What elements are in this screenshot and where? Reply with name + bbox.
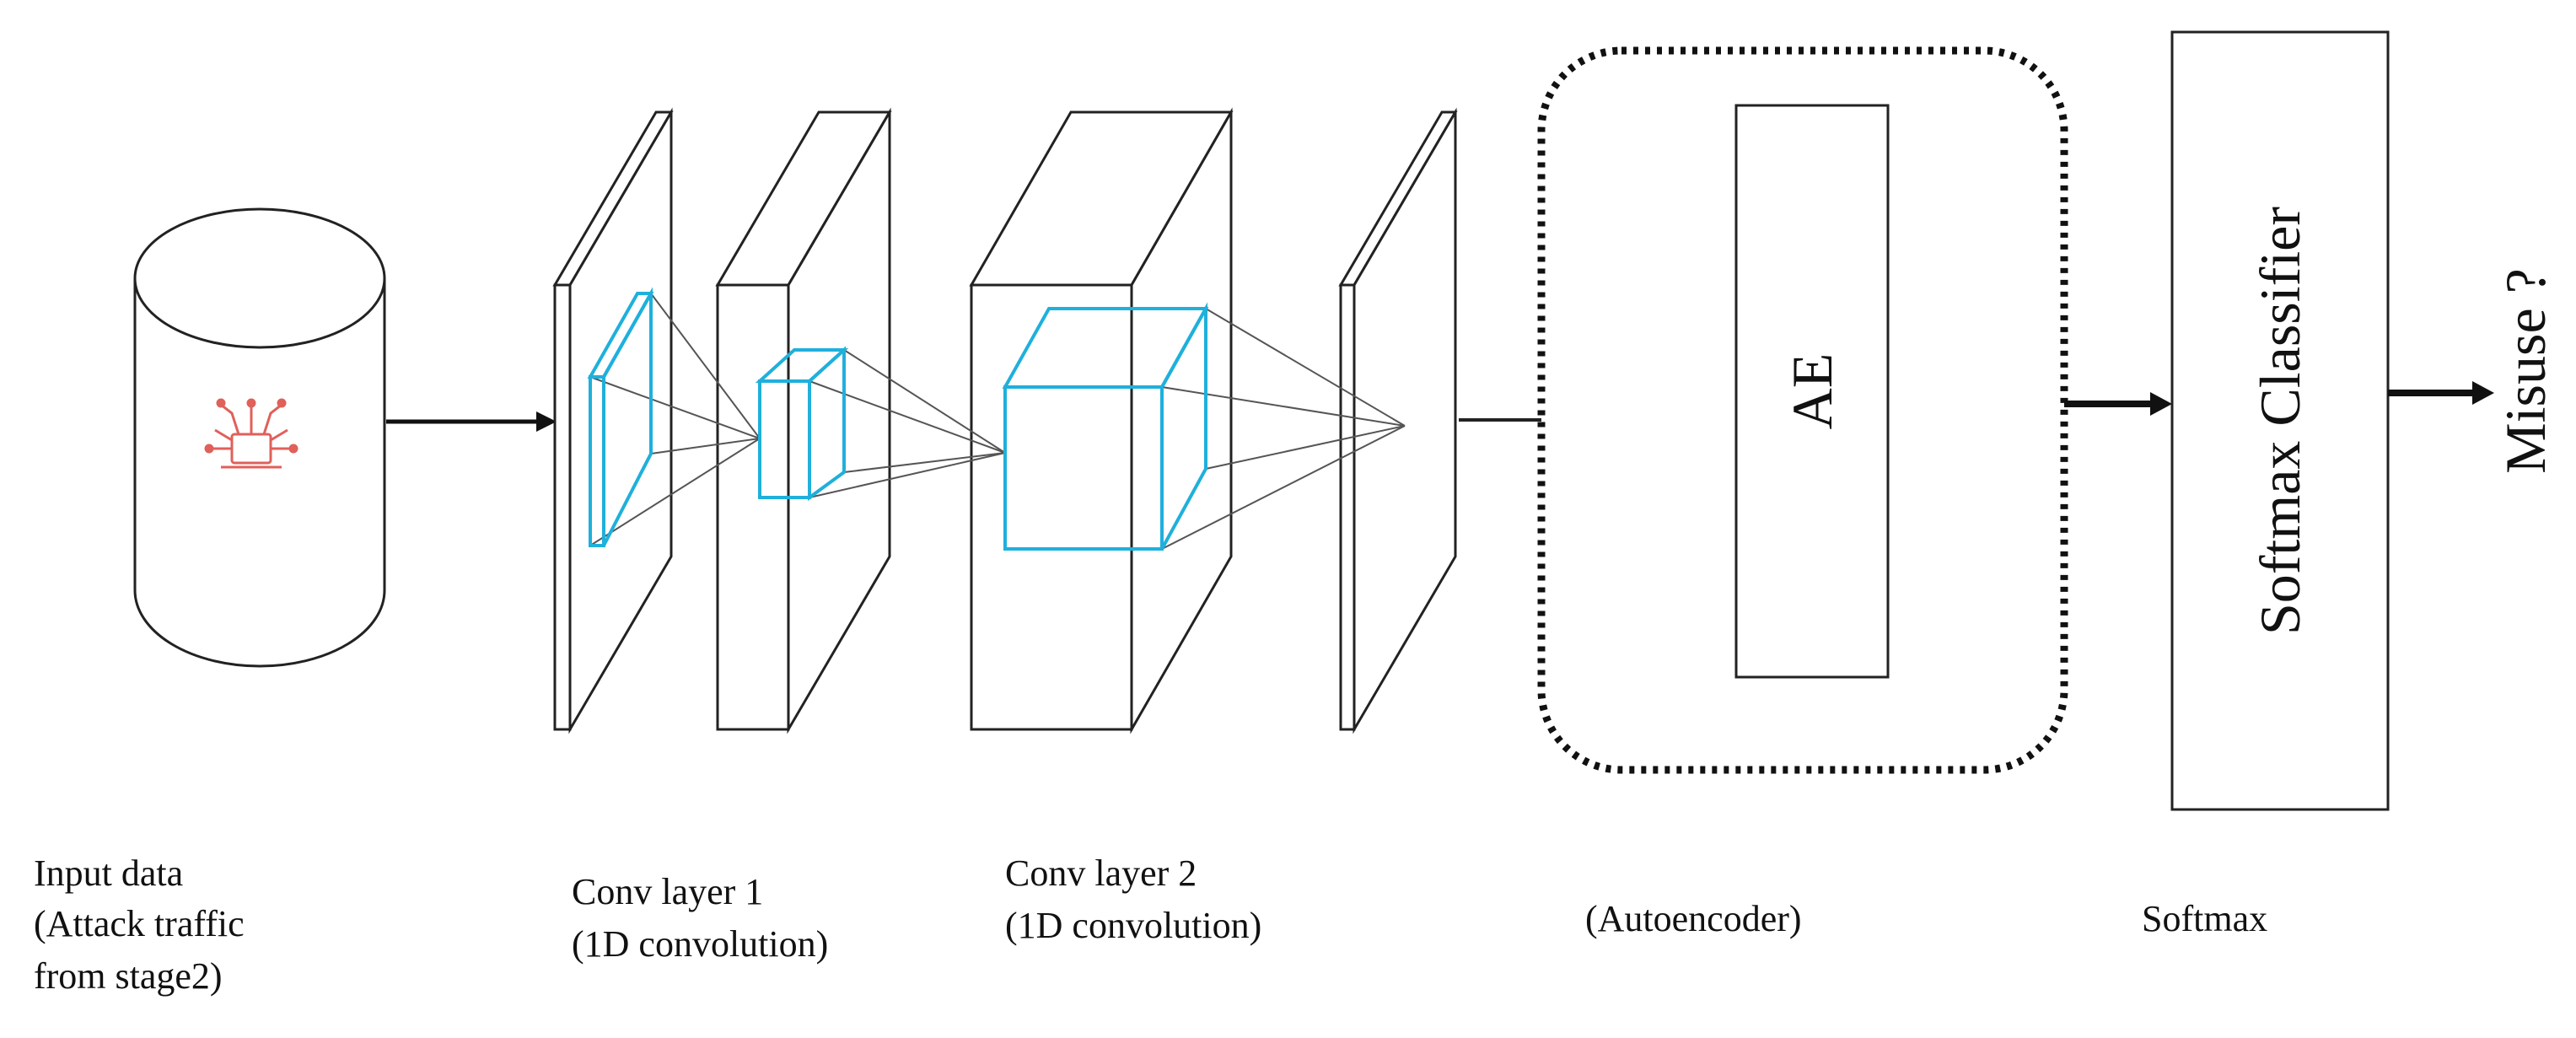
ae-box [1734, 104, 1890, 679]
input-caption-line2: (Attack traffic [34, 903, 245, 944]
circuit-laptop-icon [204, 398, 298, 469]
input-database-cylinder-icon [133, 207, 386, 668]
softmax-classifier-label: Softmax Classifier [2248, 207, 2312, 635]
conv-slab-1 [552, 107, 674, 734]
conv1-caption-line2: (1D convolution) [572, 923, 828, 965]
autoencoder-container [1537, 46, 2068, 774]
conv-slab-3 [969, 107, 1234, 734]
autoencoder-caption: (Autoencoder) [1585, 898, 1802, 939]
input-caption-line1: Input data [34, 852, 183, 894]
arrow-ae-to-softmax [2064, 392, 2172, 416]
softmax-classifier-box [2170, 30, 2390, 811]
kernel-cube-2 [755, 346, 849, 501]
conv2-caption-line2: (1D convolution) [1005, 905, 1261, 946]
arrow-softmax-to-output [2388, 381, 2494, 405]
kernel-cube-1 [587, 287, 654, 547]
kernel-cube-3 [1002, 302, 1209, 551]
conv-slab-2 [715, 107, 892, 734]
softmax-caption: Softmax [2142, 898, 2267, 939]
output-label: Misuse ? [2493, 268, 2557, 474]
ae-box-label: AE [1780, 353, 1844, 430]
input-caption-line3: from stage2) [34, 955, 223, 997]
arrow-input-to-conv [386, 411, 557, 432]
receptive-field-lines [589, 293, 1406, 550]
conv1-caption-line1: Conv layer 1 [572, 871, 763, 912]
conv-slab-4 [1338, 107, 1458, 734]
conv2-caption-line1: Conv layer 2 [1005, 852, 1197, 894]
